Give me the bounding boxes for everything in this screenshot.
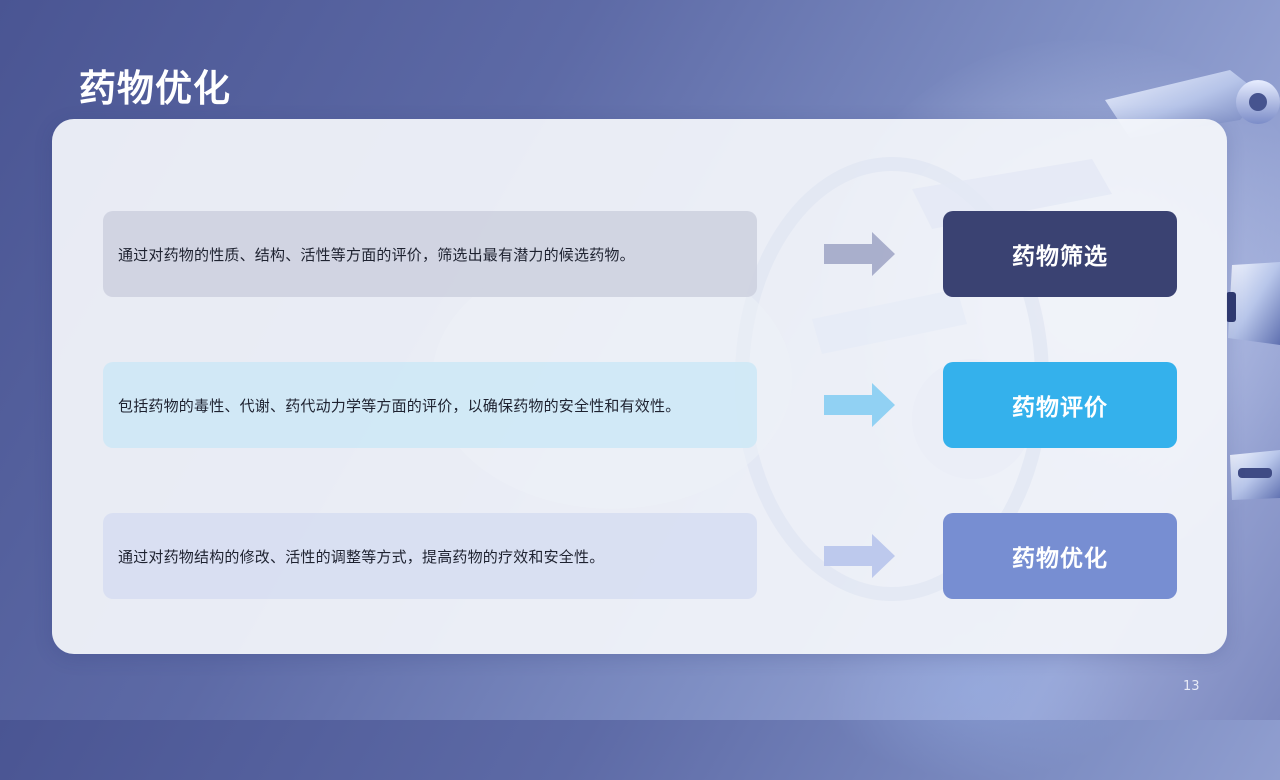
label-drug-evaluation[interactable]: 药物评价 xyxy=(943,362,1177,448)
row-drug-screening: 通过对药物的性质、结构、活性等方面的评价，筛选出最有潜力的候选药物。 药物筛选 xyxy=(52,211,1227,297)
label-text: 药物优化 xyxy=(1012,546,1108,572)
row-drug-evaluation: 包括药物的毒性、代谢、药代动力学等方面的评价，以确保药物的安全性和有效性。 药物… xyxy=(52,362,1227,448)
arrow-right-icon xyxy=(824,534,895,578)
arrow-right-icon xyxy=(824,232,895,276)
description-text: 通过对药物的性质、结构、活性等方面的评价，筛选出最有潜力的候选药物。 xyxy=(118,245,635,264)
page-number: 13 xyxy=(1183,679,1200,694)
label-text: 药物筛选 xyxy=(1012,244,1108,270)
description-box: 通过对药物的性质、结构、活性等方面的评价，筛选出最有潜力的候选药物。 xyxy=(103,211,757,297)
content-panel: 通过对药物的性质、结构、活性等方面的评价，筛选出最有潜力的候选药物。 药物筛选 … xyxy=(52,119,1227,654)
description-box: 包括药物的毒性、代谢、药代动力学等方面的评价，以确保药物的安全性和有效性。 xyxy=(103,362,757,448)
page-title: 药物优化 xyxy=(79,67,231,110)
label-text: 药物评价 xyxy=(1012,395,1108,421)
label-drug-screening[interactable]: 药物筛选 xyxy=(943,211,1177,297)
label-drug-optimization[interactable]: 药物优化 xyxy=(943,513,1177,599)
description-text: 通过对药物结构的修改、活性的调整等方式，提高药物的疗效和安全性。 xyxy=(118,547,605,566)
description-text: 包括药物的毒性、代谢、药代动力学等方面的评价，以确保药物的安全性和有效性。 xyxy=(118,396,681,415)
description-box: 通过对药物结构的修改、活性的调整等方式，提高药物的疗效和安全性。 xyxy=(103,513,757,599)
arrow-right-icon xyxy=(824,383,895,427)
row-drug-optimization: 通过对药物结构的修改、活性的调整等方式，提高药物的疗效和安全性。 药物优化 xyxy=(52,513,1227,599)
